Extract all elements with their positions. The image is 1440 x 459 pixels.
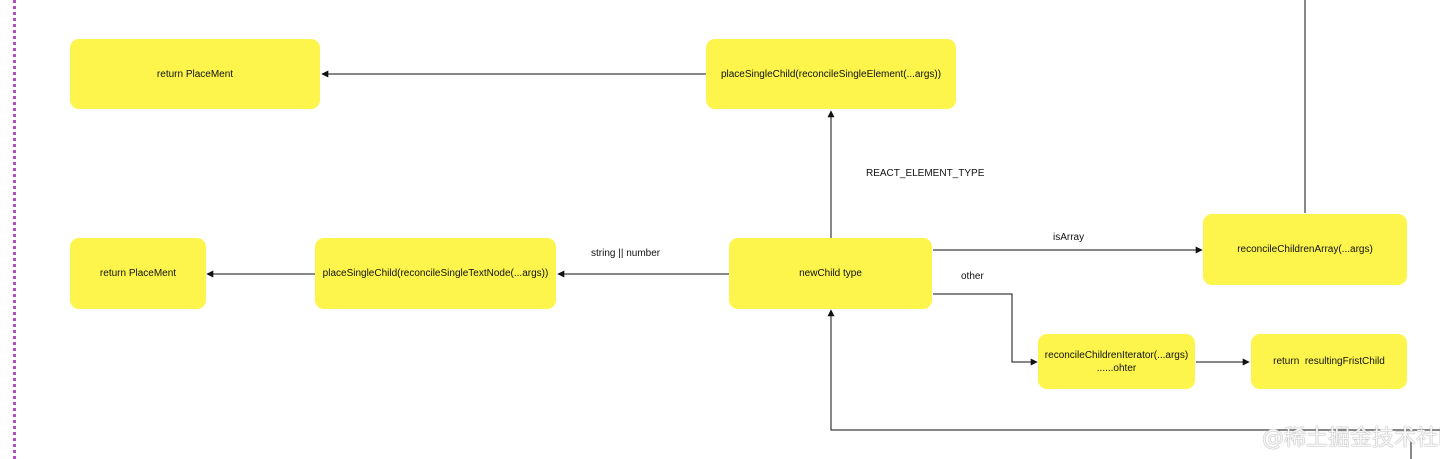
node-reconcile-children-array: reconcileChildrenArray(...args) [1203, 214, 1407, 285]
node-return-placement-mid: return PlaceMent [70, 238, 206, 309]
label-other: other [961, 271, 984, 282]
dotted-guide-line [13, 0, 16, 459]
node-return-placement-top: return PlaceMent [70, 39, 320, 109]
iterator-line-1: reconcileChildrenIterator(...args) [1044, 349, 1189, 361]
node-reconcile-children-iterator: reconcileChildrenIterator(...args) .....… [1038, 334, 1195, 389]
edge-newchild-to-iterator [933, 293, 1038, 366]
watermark: @稀土掘金技术社区 [1262, 426, 1440, 451]
label-string-number: string || number [591, 248, 661, 259]
node-place-single-text: placeSingleChild(reconcileSingleTextNode… [315, 238, 556, 309]
iterator-line-2: ......ohter [1096, 362, 1137, 374]
node-return-resulting-first-child: return resultingFristChild [1251, 334, 1407, 389]
label-is-array: isArray [1053, 232, 1085, 243]
edge-loop-back [827, 309, 1440, 431]
label-react-element-type: REACT_ELEMENT_TYPE [866, 168, 985, 179]
node-new-child-type: newChild type [729, 238, 932, 309]
node-place-single-element: placeSingleChild(reconcileSingleElement(… [706, 39, 956, 109]
